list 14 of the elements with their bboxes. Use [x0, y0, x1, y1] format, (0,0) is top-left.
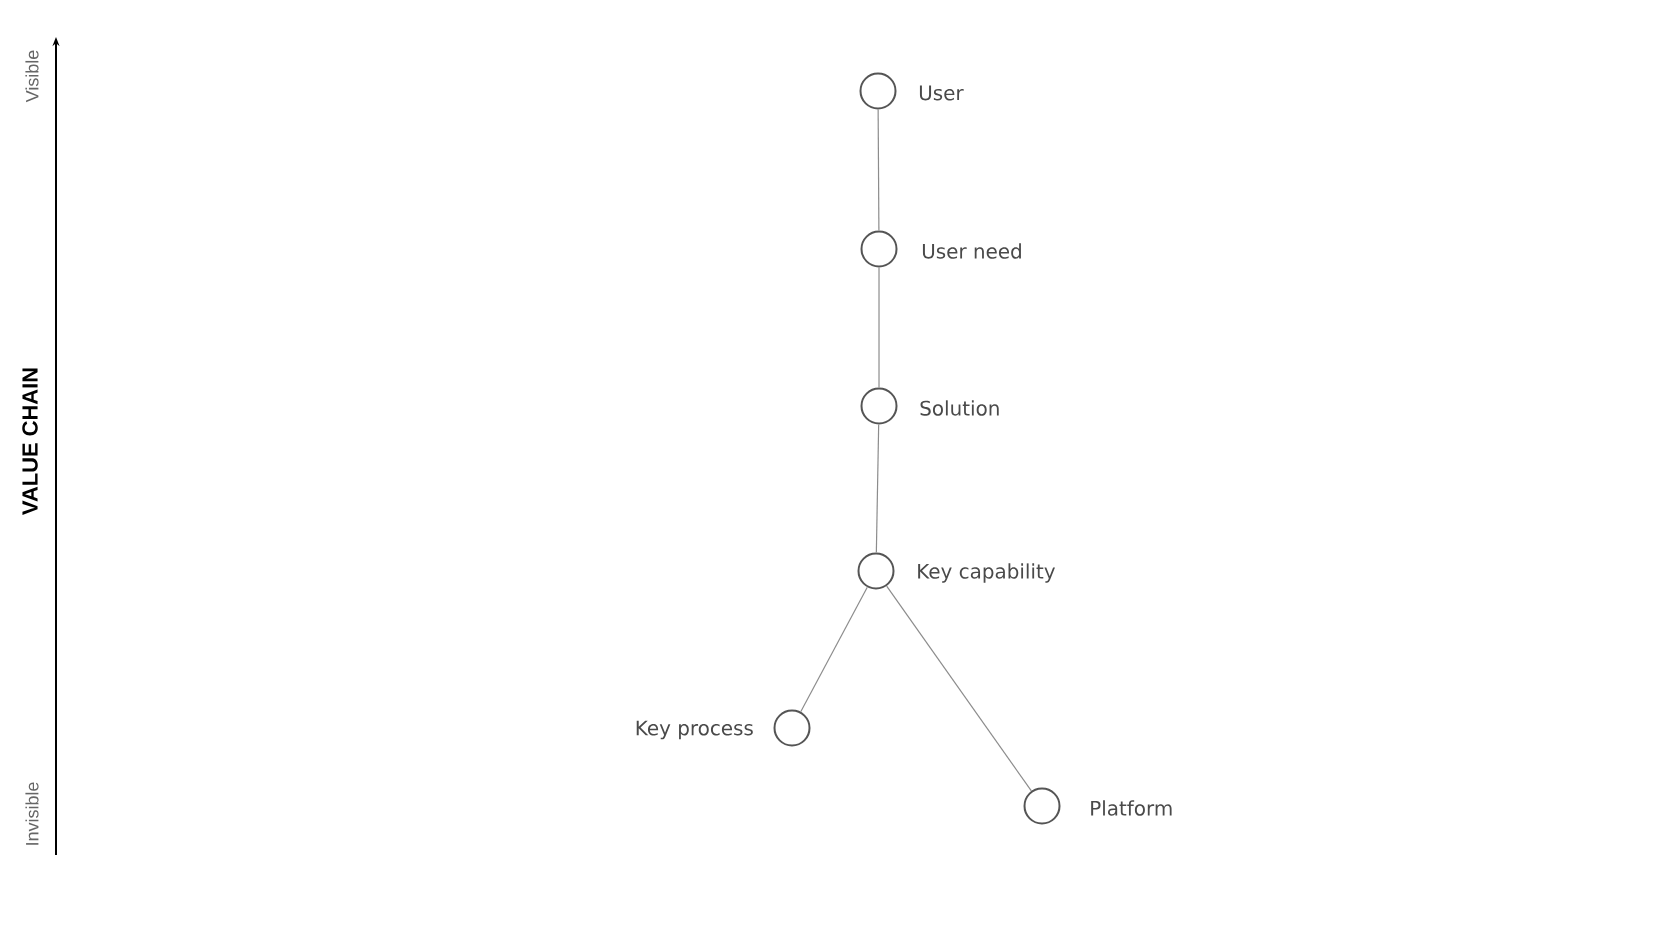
- node-label: Solution: [920, 400, 999, 416]
- node-label: User: [919, 85, 964, 101]
- axis-label: Visible: [25, 50, 39, 103]
- axis-title: VALUE CHAIN: [22, 368, 38, 515]
- connector-line: [875, 423, 880, 554]
- node-label: Key capability: [918, 563, 1055, 583]
- connector-line: [800, 586, 868, 713]
- connector-line: [886, 585, 1032, 792]
- node-label: User need: [922, 243, 1021, 259]
- node-label: Platform: [1091, 800, 1172, 816]
- connector-line: [877, 108, 880, 232]
- connector-line: [878, 266, 880, 389]
- node-label: Key process: [636, 720, 753, 740]
- axis-label: Invisible: [25, 782, 39, 845]
